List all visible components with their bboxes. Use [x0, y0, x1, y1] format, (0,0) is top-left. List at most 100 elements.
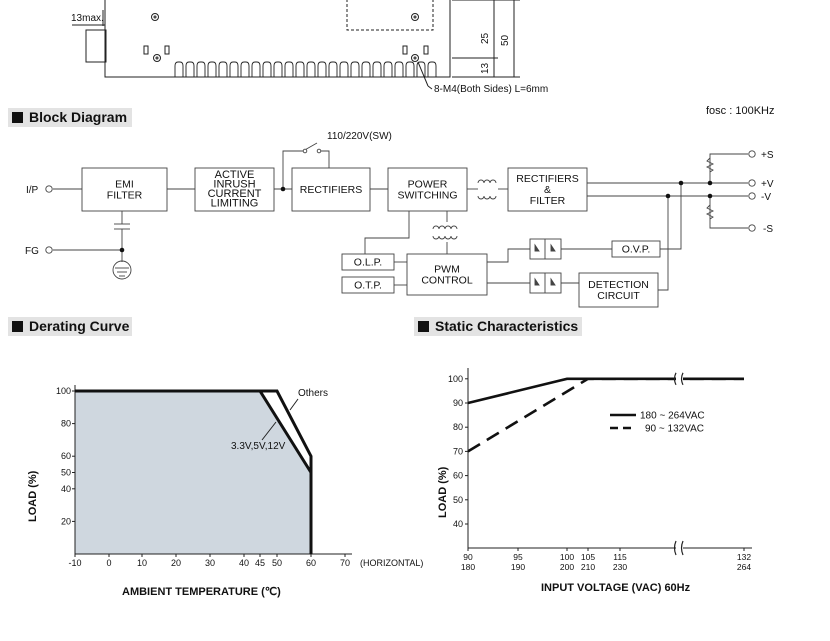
block-label-rect2: & — [544, 184, 551, 196]
derating-x-tick-label: 10 — [137, 558, 147, 568]
block-label-detect: CIRCUIT — [597, 290, 640, 302]
label-3v3-leader — [261, 421, 277, 441]
transformer-icon — [432, 179, 497, 240]
static-series-line — [467, 377, 744, 453]
emi-filter-box — [81, 167, 168, 212]
static-ylabel: LOAD (%) — [437, 466, 449, 518]
static-y-tick-label: 60 — [453, 471, 463, 481]
otp-box — [341, 276, 395, 294]
plus-v-label: +V — [761, 179, 774, 190]
rectifiers-filter-box — [507, 167, 588, 212]
line-break-icon — [673, 372, 684, 386]
derating-y-tick-label: 100 — [56, 386, 71, 396]
static-x-tick-label-2: 180 — [461, 562, 475, 572]
header-square-icon — [418, 321, 429, 332]
ovp-box — [611, 240, 661, 258]
derating-ylabel: LOAD (%) — [27, 470, 39, 522]
block-label-pwm: PWM — [434, 264, 460, 276]
label-others: Others — [298, 388, 328, 399]
legend-label: 90 ~ 132VAC — [645, 424, 704, 435]
label-3v3-5v-12v: 3.3V,5V,12V — [231, 441, 286, 452]
static-x-tick-label-2: 230 — [613, 562, 627, 572]
fg-label: FG — [25, 246, 39, 257]
power-switching-box — [387, 167, 468, 212]
static-y-tick-label: 100 — [448, 374, 463, 384]
label-13max: 13max. — [71, 13, 104, 24]
block-label-detect: DETECTION — [588, 279, 649, 291]
block-label-inrush: ACTIVE — [215, 169, 255, 181]
derating-x-tick-label: 40 — [239, 558, 249, 568]
derating-y-tick-label: 50 — [61, 468, 71, 478]
derating-x-tick-label: 30 — [205, 558, 215, 568]
block-diagram-header: Block Diagram — [8, 108, 132, 127]
derating-x-tick-label: 45 — [255, 558, 265, 568]
derating-x-tick-label: 70 — [340, 558, 350, 568]
label-others-leader — [289, 398, 299, 411]
static-x-tick-label: 105 — [581, 552, 595, 562]
case-outline — [104, 0, 451, 78]
terminal-circles — [45, 150, 756, 254]
pwm-control-box — [406, 253, 488, 296]
dashed-outline — [346, 0, 434, 31]
block-label-inrush: LIMITING — [211, 198, 259, 210]
block-label-olp: O.L.P. — [354, 257, 382, 269]
mechanical-drawing — [72, 0, 520, 90]
block-label-pwm: CONTROL — [421, 275, 472, 287]
derating-y-tick-label: 40 — [61, 484, 71, 494]
switch-label: 110/220V(SW) — [327, 131, 392, 142]
block-label-inrush: CURRENT — [208, 188, 262, 200]
static-x-tick-label: 115 — [613, 552, 627, 562]
olp-box — [341, 253, 395, 271]
static-y-tick-label: 50 — [453, 495, 463, 505]
static-y-tick-label: 80 — [453, 422, 463, 432]
static-y-tick-label: 40 — [453, 519, 463, 529]
block-diagram-wires — [53, 142, 748, 291]
dim-25: 25 — [480, 32, 491, 44]
static-x-tick-label-2: 210 — [581, 562, 595, 572]
legend-label: 180 ~ 264VAC — [640, 411, 705, 422]
derating-y-tick-label: 60 — [61, 451, 71, 461]
static-x-tick-label: 100 — [560, 552, 574, 562]
block-label-emi: FILTER — [107, 190, 143, 202]
dim-13: 13 — [480, 62, 491, 74]
fosc-label: fosc : 100KHz — [706, 105, 774, 117]
derating-x-extra-label: (HORIZONTAL) — [360, 558, 423, 568]
static-xlabel: INPUT VOLTAGE (VAC) 60Hz — [541, 582, 691, 594]
derating-x-tick-label: 50 — [272, 558, 282, 568]
derating-x-tick-label: -10 — [68, 558, 81, 568]
derating-x-tick-label: 60 — [306, 558, 316, 568]
derating-y-tick-label: 80 — [61, 419, 71, 429]
sense-resistor-icon — [705, 157, 715, 220]
ip-label: I/P — [26, 185, 39, 196]
derating-header: Derating Curve — [8, 317, 132, 336]
header-square-icon — [12, 321, 23, 332]
static-x-tick-label-2: 264 — [737, 562, 751, 572]
derating-xlabel: AMBIENT TEMPERATURE (℃) — [122, 586, 281, 598]
static-header: Static Characteristics — [414, 317, 582, 336]
block-label-otp: O.T.P. — [354, 280, 382, 292]
derating-shaded-area — [75, 391, 311, 554]
block-boxes — [81, 167, 661, 308]
header-square-icon — [12, 112, 23, 123]
block-label-power_sw: SWITCHING — [397, 190, 457, 202]
block-diagram-title: Block Diagram — [29, 109, 128, 125]
static-x-tick-label-2: 200 — [560, 562, 574, 572]
junction-dots — [119, 180, 713, 253]
block-label-rect2: RECTIFIERS — [516, 173, 578, 185]
block-label-power_sw: POWER — [408, 179, 448, 191]
static-y-tick-label: 90 — [453, 398, 463, 408]
static-y-tick-label: 70 — [453, 446, 463, 456]
terminal-block — [85, 29, 107, 63]
block-label-inrush: INRUSH — [213, 179, 255, 191]
axis-break-icon — [673, 540, 684, 556]
cooling-fins — [174, 61, 437, 77]
line-break-mask — [676, 372, 683, 385]
derating-series-line — [75, 389, 313, 554]
derating-title: Derating Curve — [29, 318, 130, 334]
derating-y-tick-label: 20 — [61, 516, 71, 526]
plus-s-label: +S — [761, 150, 774, 161]
m4-note: 8-M4(Both Sides) L=6mm — [434, 84, 548, 95]
detection-circuit-box — [578, 272, 659, 308]
